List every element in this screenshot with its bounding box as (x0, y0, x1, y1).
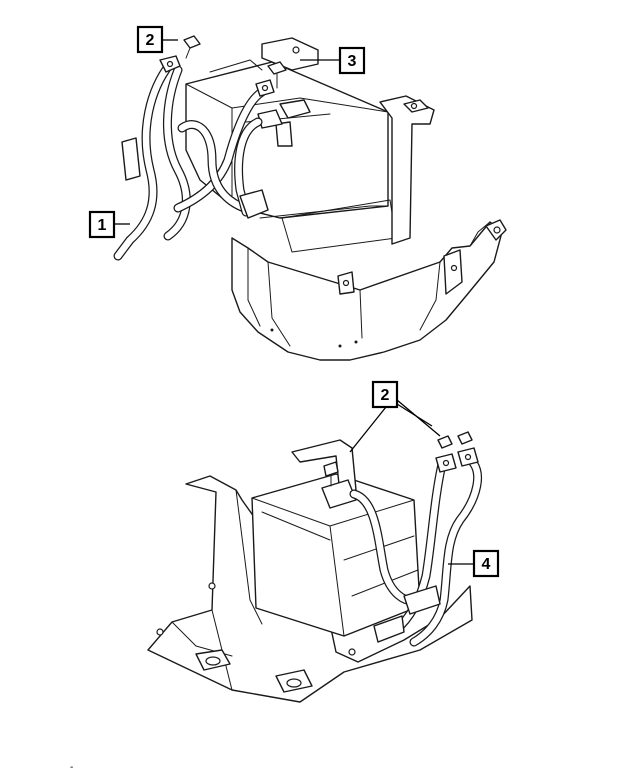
cable-clip (121, 137, 141, 181)
svg-text:2: 2 (146, 32, 155, 49)
top-battery-tray-assembly (113, 35, 507, 361)
terminal-post (275, 121, 293, 147)
hold-down-bracket (261, 37, 319, 71)
svg-text:3: 3 (348, 53, 357, 70)
terminal-nut-top (183, 35, 201, 49)
terminal-clamp (321, 479, 357, 509)
hold-down-nut (323, 461, 339, 477)
callout-2-bottom: 2 (349, 380, 441, 453)
footer-mark: - (70, 762, 73, 773)
terminal-nut-right (457, 431, 473, 445)
callout-3: 3 (300, 46, 366, 75)
battery-tray (231, 221, 503, 361)
battery-tray-bottom (147, 475, 473, 703)
svg-text:4: 4 (482, 556, 491, 573)
callout-2-top: 2 (136, 25, 178, 54)
battery-terminal-positive (279, 99, 311, 119)
callout-4: 4 (448, 549, 500, 578)
cable-junction-block (239, 189, 269, 219)
cable-clip-bottom (403, 585, 441, 615)
terminal-nut-left (437, 435, 453, 449)
tray-side-tab (443, 249, 463, 295)
callout-1: 1 (88, 210, 130, 239)
terminal-nut (267, 61, 287, 75)
svg-text:1: 1 (98, 217, 107, 234)
svg-text:2: 2 (381, 387, 390, 404)
bottom-battery-tray-assembly (147, 431, 482, 703)
